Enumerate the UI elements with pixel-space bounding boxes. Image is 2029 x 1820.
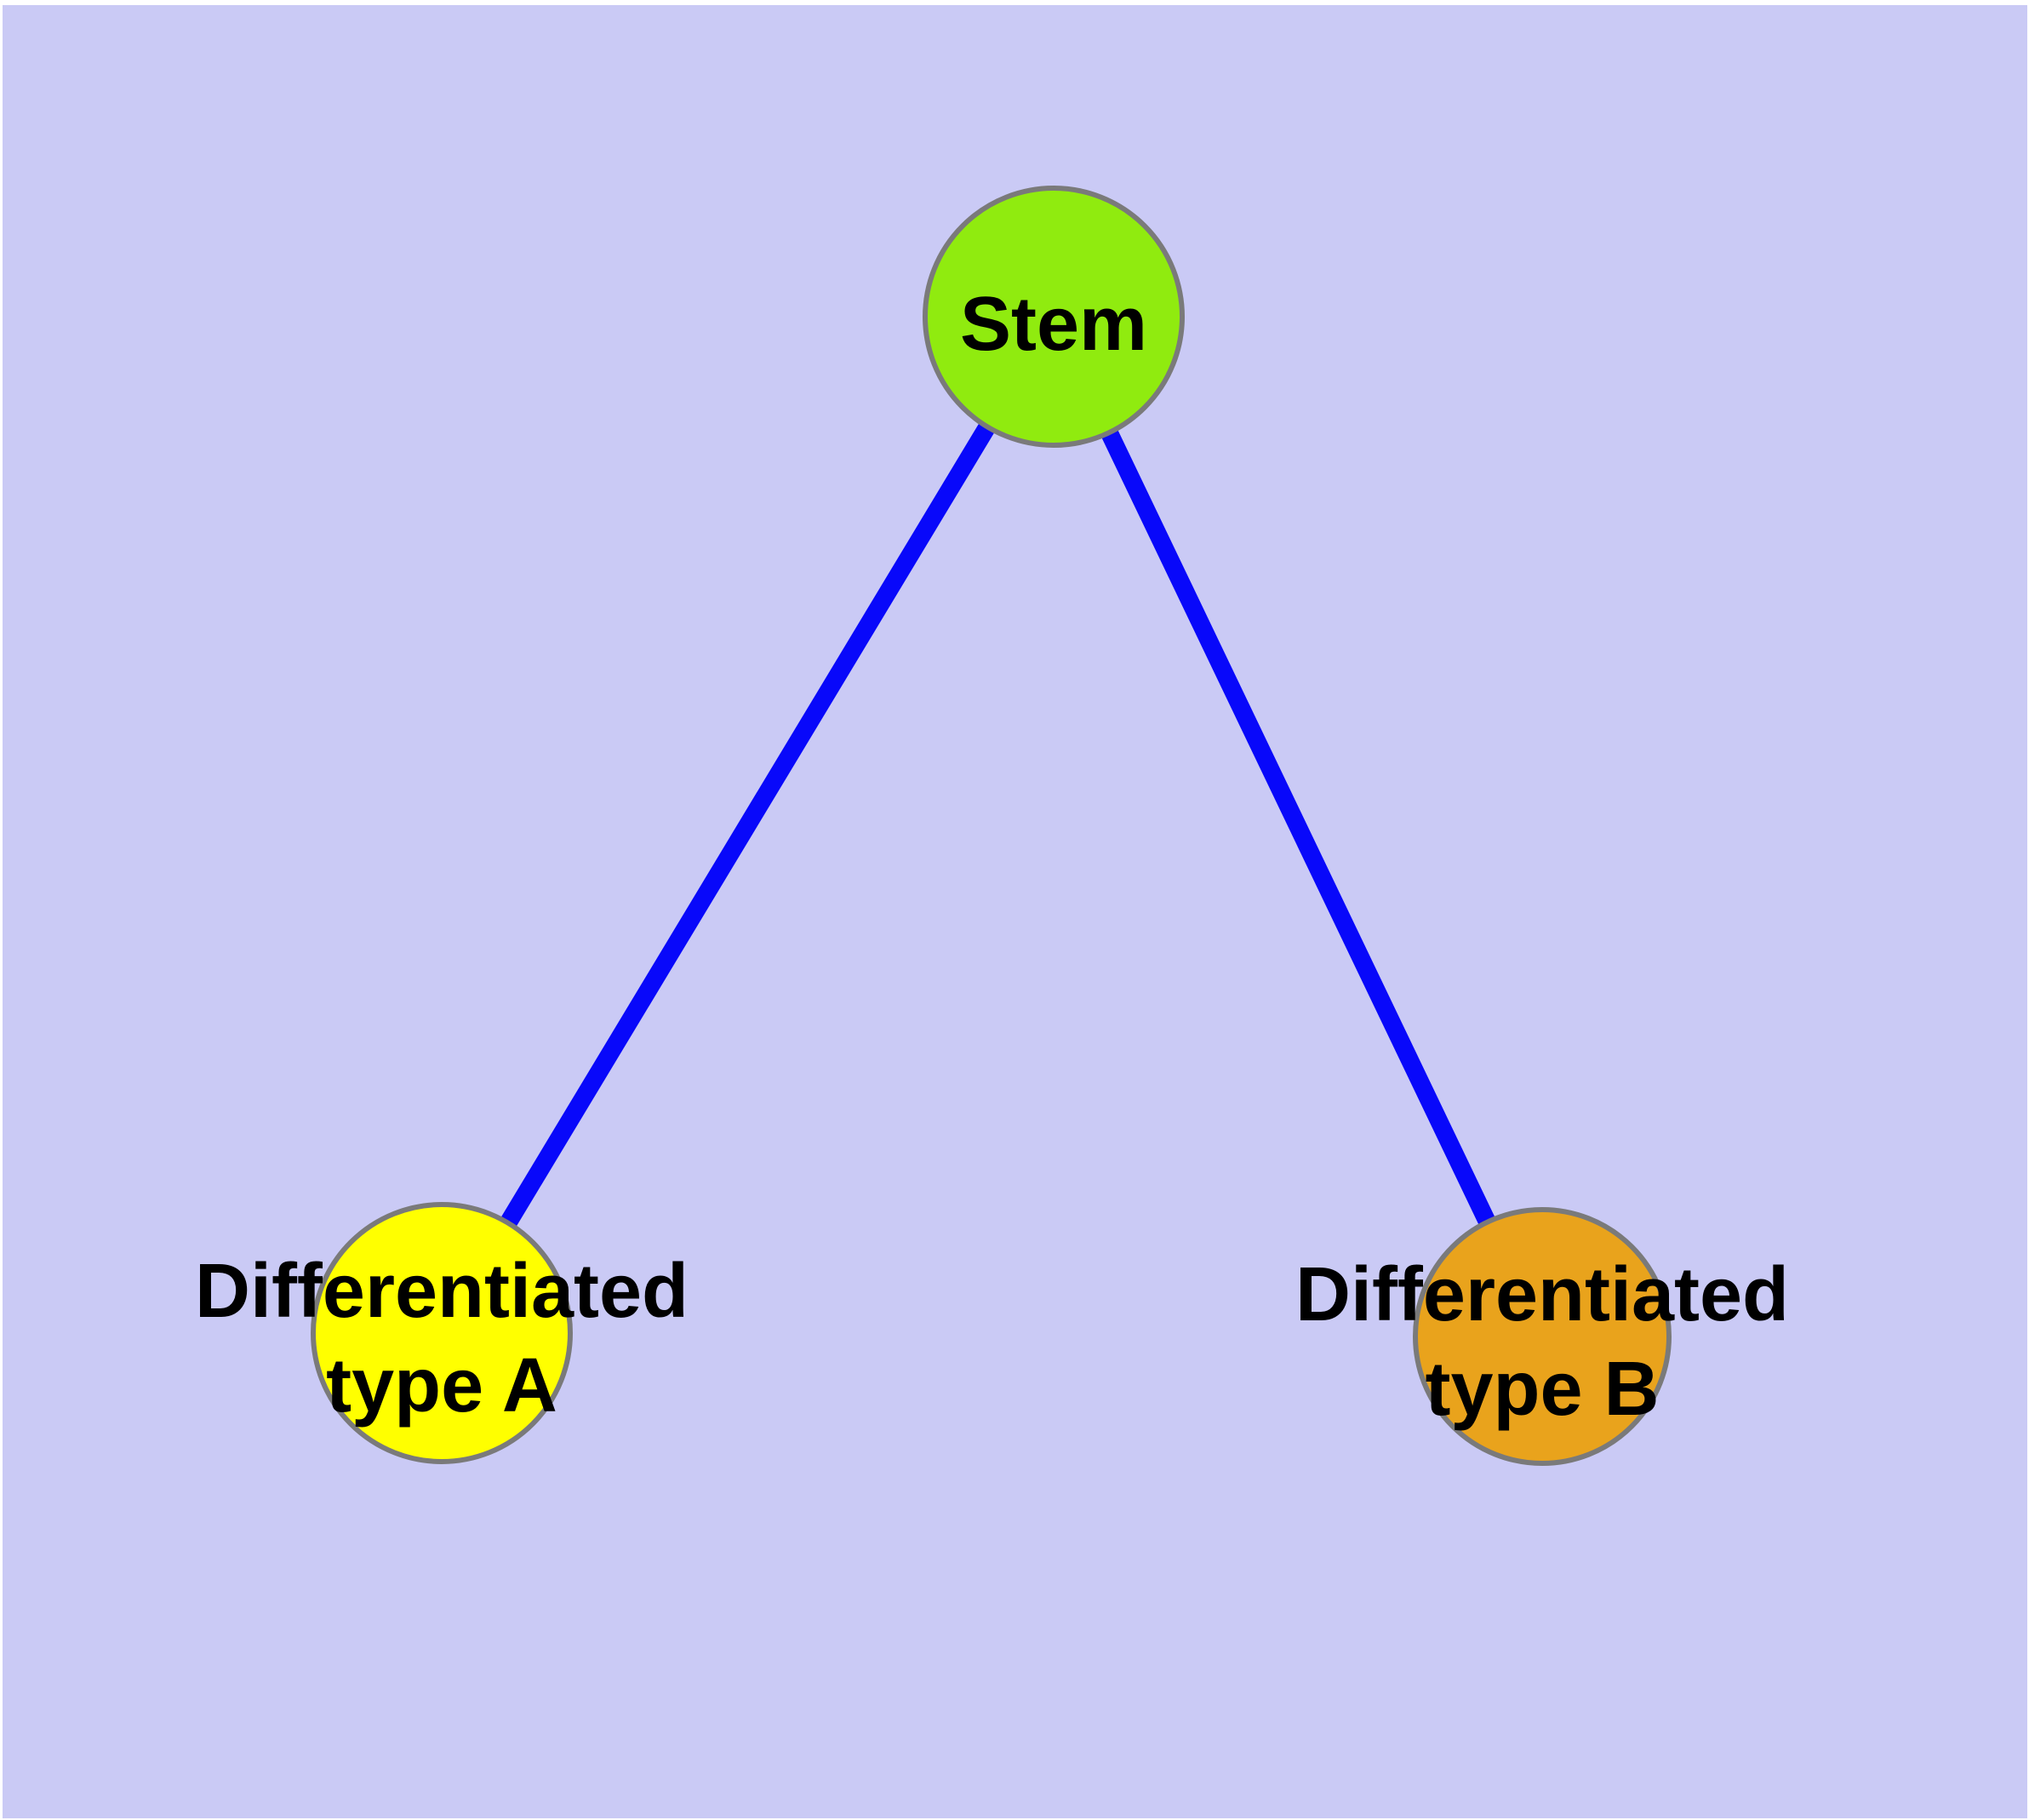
node-differentiated-type-b [1413, 1207, 1672, 1466]
edge-stem-to-differentiated-type-b [1045, 312, 1551, 1341]
node-differentiated-type-a [311, 1202, 573, 1464]
node-type-a-label-line-2: type A [326, 1343, 557, 1428]
node-stem-label: Stem [960, 282, 1147, 367]
node-type-b-label-line-1: Differentiated [1295, 1252, 1789, 1337]
node-stem [923, 186, 1185, 448]
node-type-a-label-line-1: Differentiated [195, 1249, 689, 1334]
node-type-b-label-line-2: type B [1425, 1347, 1659, 1432]
edge-stem-to-differentiated-type-a [434, 312, 1061, 1338]
